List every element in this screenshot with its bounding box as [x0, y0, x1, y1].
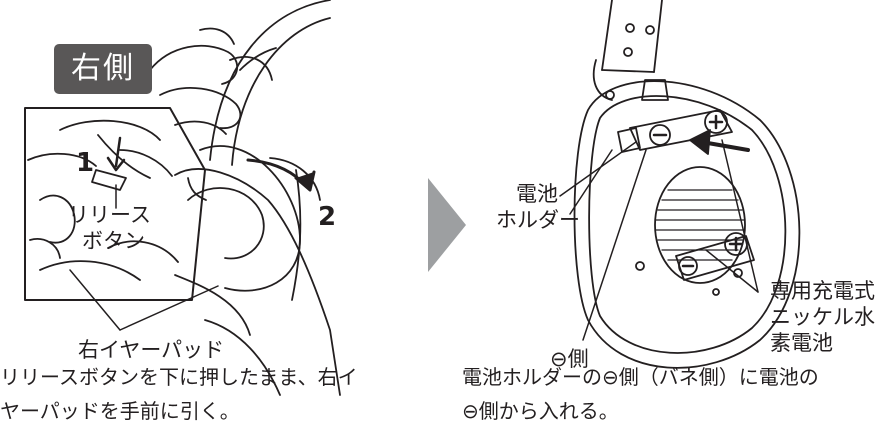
rechargeable-battery-label-line1: 専用充電式 — [770, 279, 875, 303]
right-side-badge: 右側 — [54, 44, 152, 94]
minus-side-label: ⊖側 — [550, 347, 589, 371]
ear-pad-label: 右イヤーパッド — [78, 338, 225, 362]
battery-holder-label-line1: 電池 — [516, 182, 558, 206]
step-2-label: 2 — [318, 202, 337, 232]
left-caption-line2: ヤーパッドを手前に引く。 — [0, 399, 240, 423]
battery-holder-label-line2: ホルダー — [496, 208, 580, 232]
step-1-label: 1 — [76, 148, 95, 178]
next-step-arrow — [428, 178, 466, 272]
release-button-label-line1: リリース — [68, 203, 151, 227]
rechargeable-battery-label-line2: ニッケル水 — [770, 305, 875, 329]
left-illustration — [24, 0, 341, 396]
right-illustration — [559, 0, 801, 369]
left-caption-line1: リリースボタンを下に押したまま、右イ — [0, 365, 358, 389]
rechargeable-battery-label-line3: 素電池 — [770, 331, 833, 355]
release-button-label-line2: ボタン — [82, 229, 145, 253]
right-caption-line2: ⊖側から入れる。 — [462, 399, 619, 423]
right-caption-line1: 電池ホルダーの⊖側（バネ側）に電池の — [462, 365, 819, 389]
